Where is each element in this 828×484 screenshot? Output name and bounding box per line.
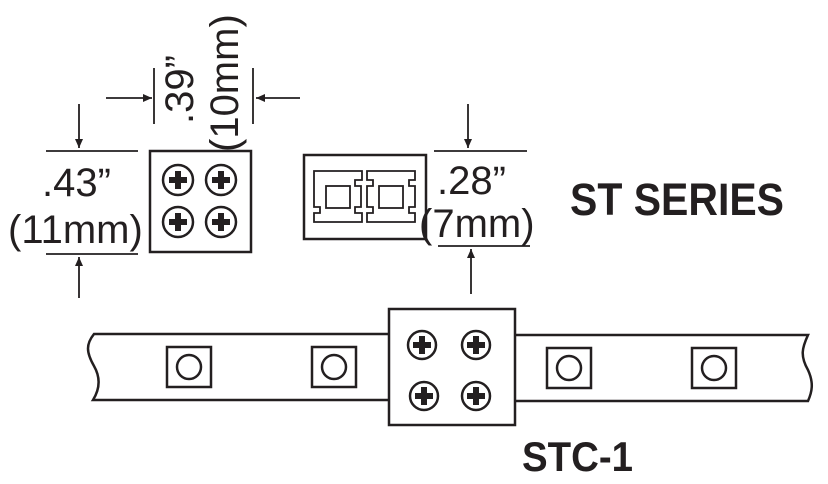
screw-icon	[460, 380, 492, 412]
height-mm-label: (11mm)	[8, 208, 143, 252]
led-chip-icon	[545, 346, 593, 390]
width-inches-label: .39”	[158, 55, 202, 124]
connector-body-outline	[148, 149, 253, 254]
screw-icon	[161, 205, 195, 239]
stc-1-connector	[387, 307, 517, 427]
height-dimension: .43” (11mm)	[8, 104, 143, 298]
series-title: ST SERIES	[570, 174, 784, 225]
thickness-inches-label: .28”	[437, 159, 506, 203]
part-label: STC-1	[522, 433, 633, 480]
led-strip-left	[86, 332, 389, 402]
led-chip-icon	[310, 345, 358, 389]
screw-icon	[204, 205, 238, 239]
width-mm-label: (10mm)	[203, 14, 247, 152]
strip-with-connector	[86, 307, 813, 427]
screw-icon	[204, 163, 238, 197]
screw-icon	[460, 329, 492, 361]
screw-icon	[408, 380, 440, 412]
led-chip-icon	[690, 346, 738, 390]
connector-top-view	[148, 149, 253, 254]
led-chip-icon	[165, 345, 213, 389]
led-strip-right	[515, 333, 813, 403]
height-inches-label: .43”	[42, 161, 111, 205]
width-dimension: .39” (10mm)	[106, 14, 300, 152]
screw-icon	[406, 329, 438, 361]
screw-icon	[161, 163, 195, 197]
connector-side-view	[302, 153, 428, 241]
thickness-dimension: .28” (7mm)	[419, 104, 535, 294]
thickness-mm-label: (7mm)	[419, 202, 535, 246]
